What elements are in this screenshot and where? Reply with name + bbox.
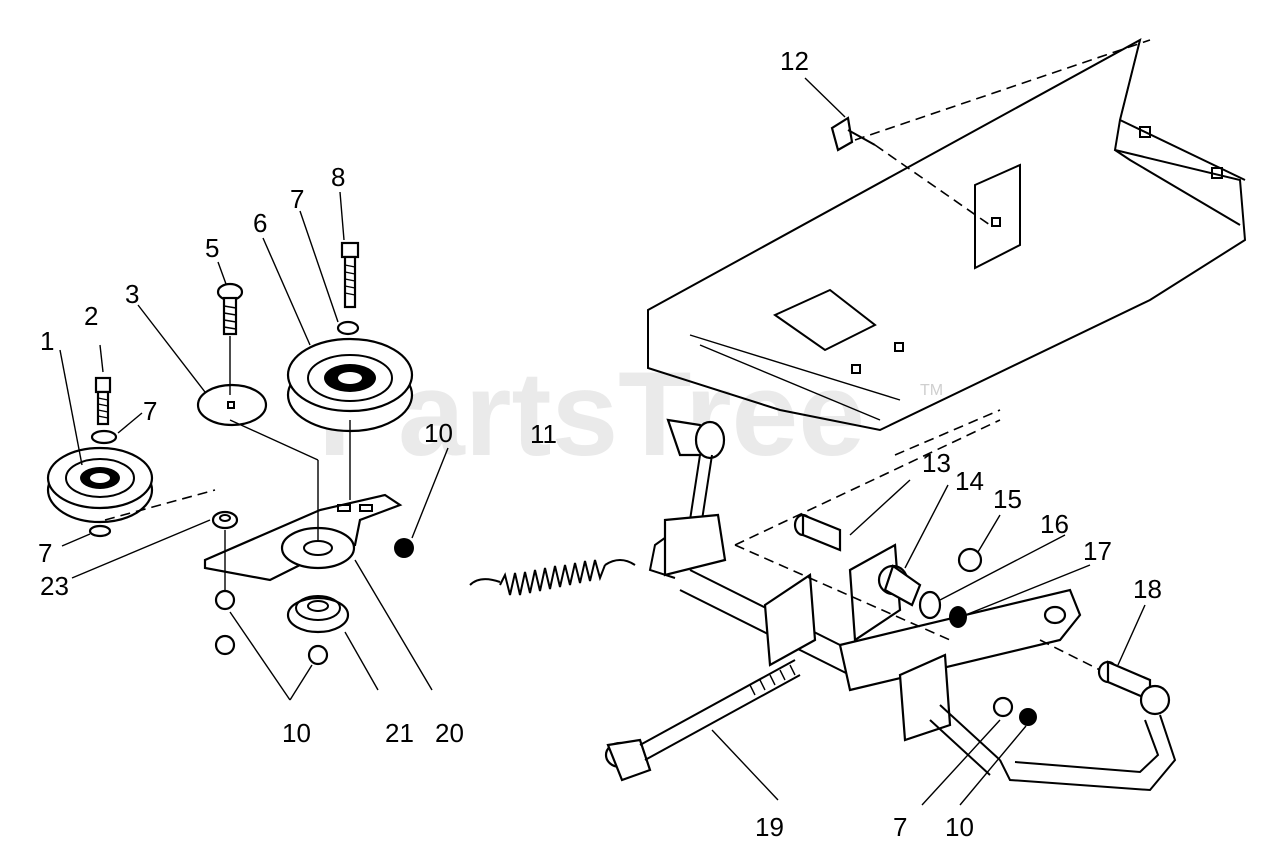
carriage-bolt-5-part xyxy=(216,282,244,395)
left-assembly-leader-lines xyxy=(59,191,449,701)
pin-13-part xyxy=(793,513,842,552)
callout-18: 18 xyxy=(1133,574,1162,604)
callout-23: 23 xyxy=(40,571,69,601)
callout-labels: 1 2 3 5 6 7 8 7 7 23 10 11 10 21 20 12 1… xyxy=(38,46,1162,842)
callout-21: 21 xyxy=(385,718,414,748)
callout-10-bottom: 10 xyxy=(282,718,311,748)
nut-15-part xyxy=(957,547,983,573)
callout-10-top: 10 xyxy=(424,418,453,448)
spacer-23-part xyxy=(211,510,239,530)
adjustment-rod-19-part xyxy=(604,659,801,782)
handle-18-part xyxy=(929,660,1177,792)
flat-washer-3-part xyxy=(196,383,268,427)
spacer-21-part xyxy=(286,595,350,634)
tension-spring-11-part xyxy=(469,559,636,596)
bolt-12-part xyxy=(830,116,991,226)
deck-frame-plate xyxy=(647,38,1247,432)
callout-3: 3 xyxy=(125,279,139,309)
callout-5: 5 xyxy=(205,233,219,263)
callout-6: 6 xyxy=(253,208,267,238)
nut-10-right-part xyxy=(1019,708,1037,726)
bushing-14-part xyxy=(877,564,922,607)
washer-7-right-part xyxy=(992,696,1014,718)
washer-7-lower-left xyxy=(88,524,112,538)
right-assembly-leader-lines xyxy=(711,77,1146,806)
trademark-mark: TM xyxy=(920,382,943,399)
nut-10-parts xyxy=(214,538,414,666)
callout-16: 16 xyxy=(1040,509,1069,539)
callout-14: 14 xyxy=(955,466,984,496)
idler-pulley-1-part xyxy=(46,446,154,524)
callout-7-top: 7 xyxy=(290,184,304,214)
callout-11: 11 xyxy=(530,419,557,449)
callout-17: 17 xyxy=(1083,536,1112,566)
callout-12: 12 xyxy=(780,46,809,76)
callout-7-left-upper: 7 xyxy=(143,396,157,426)
callout-15: 15 xyxy=(993,484,1022,514)
callout-10-bottom-right: 10 xyxy=(945,812,974,842)
washer-7-upper-right xyxy=(336,320,360,336)
callout-7-bottom-right: 7 xyxy=(893,812,907,842)
callout-2: 2 xyxy=(84,301,98,331)
idler-pulley-6-part xyxy=(286,337,414,433)
callout-20: 20 xyxy=(435,718,464,748)
idler-bracket-20-part xyxy=(203,493,403,582)
callout-7-left-lower: 7 xyxy=(38,538,52,568)
bolt-2-part xyxy=(94,376,112,426)
washer-7-upper-left xyxy=(90,429,118,445)
washer-16-part xyxy=(918,590,942,620)
retainer-17-part xyxy=(949,606,967,628)
bolt-8-part xyxy=(340,241,360,309)
callout-13: 13 xyxy=(922,448,951,478)
callout-1: 1 xyxy=(40,326,54,356)
callout-8: 8 xyxy=(331,162,345,192)
callout-19: 19 xyxy=(755,812,784,842)
